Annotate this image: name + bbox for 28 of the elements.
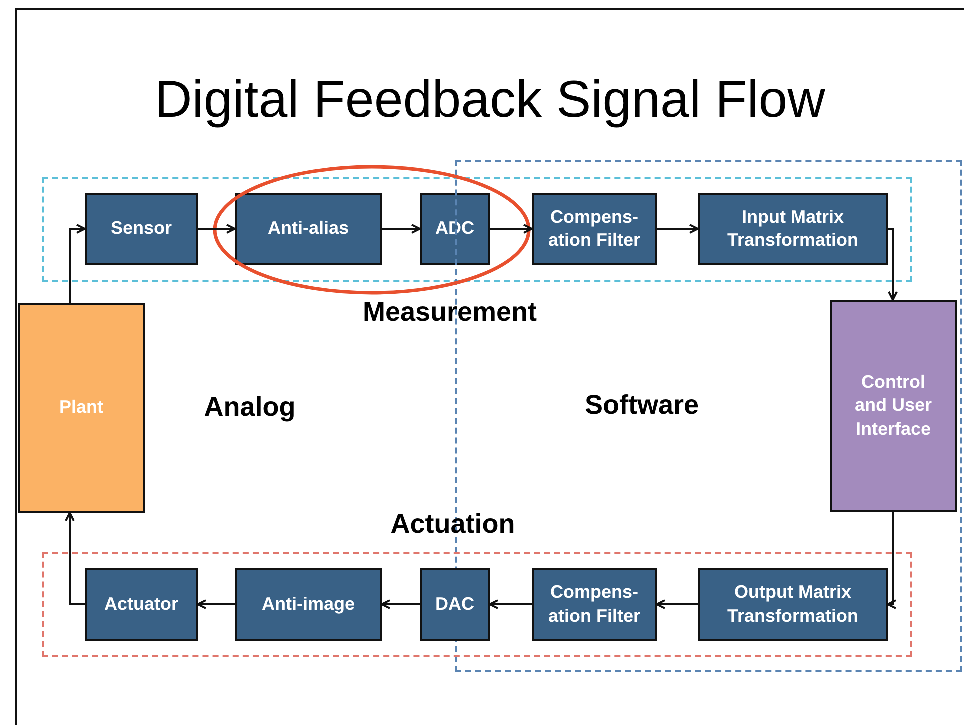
group-label: Software bbox=[584, 390, 700, 421]
process-box: DAC bbox=[420, 568, 490, 641]
process-box: Input Matrix Transformation bbox=[698, 193, 888, 265]
arrow bbox=[657, 224, 699, 234]
process-box: Compens- ation Filter bbox=[532, 568, 657, 641]
process-box: ADC bbox=[420, 193, 490, 265]
process-box: Output Matrix Transformation bbox=[698, 568, 888, 641]
arrow bbox=[656, 600, 698, 610]
arrow bbox=[381, 600, 420, 610]
arrow bbox=[887, 512, 897, 610]
title: Digital Feedback Signal Flow bbox=[154, 70, 826, 130]
arrow bbox=[65, 512, 85, 606]
region-label: Actuation bbox=[390, 509, 516, 540]
process-box: Control and User Interface bbox=[830, 300, 957, 512]
arrow bbox=[888, 228, 898, 301]
process-box: Anti-image bbox=[235, 568, 382, 641]
process-box: Plant bbox=[18, 303, 145, 513]
region-label: Measurement bbox=[362, 297, 538, 328]
arrow bbox=[197, 600, 235, 610]
process-box: Actuator bbox=[85, 568, 198, 641]
process-box: Anti-alias bbox=[235, 193, 382, 265]
region-label: Analog bbox=[203, 392, 297, 423]
arrow bbox=[490, 224, 533, 234]
arrow bbox=[69, 224, 86, 303]
process-box: Sensor bbox=[85, 193, 198, 265]
arrow bbox=[382, 224, 421, 234]
process-box: Compens- ation Filter bbox=[532, 193, 657, 265]
arrow bbox=[489, 600, 532, 610]
